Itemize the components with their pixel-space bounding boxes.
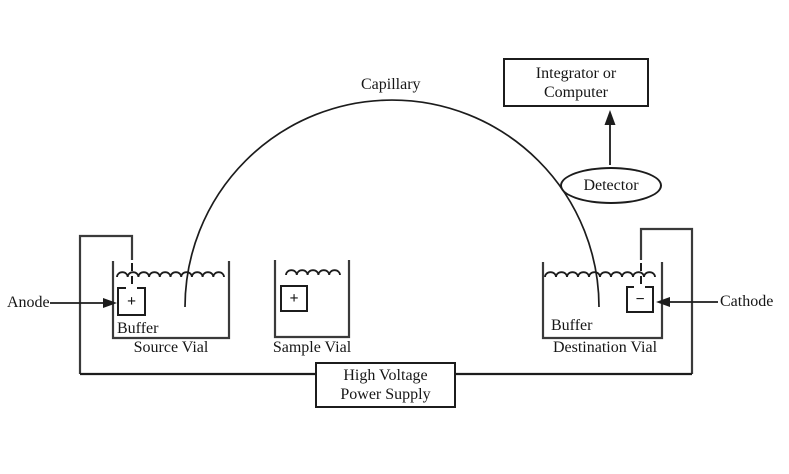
- source-vial-liquid-surface: [116, 271, 225, 278]
- sample-vial-outline: [273, 260, 351, 339]
- source-vial-label: Source Vial: [133, 339, 209, 356]
- destination-vial-label: Destination Vial: [552, 339, 658, 356]
- anode-arrowhead-icon: [103, 298, 117, 308]
- integrator-label-line2: Computer: [544, 83, 608, 101]
- detector-arrowhead-icon: [604, 110, 616, 125]
- capillary-tube-arc: [184, 99, 600, 308]
- anode-label: Anode: [7, 294, 50, 311]
- sample-electrode-box: [280, 285, 308, 312]
- source-vial-outline: [111, 261, 231, 340]
- sample-vial-label: Sample Vial: [272, 339, 352, 356]
- sample-plus-symbol: +: [289, 289, 299, 307]
- integrator-label-line1: Integrator or: [535, 64, 617, 82]
- sample-vial-liquid-surface: [285, 269, 341, 276]
- destination-buffer-label: Buffer: [551, 317, 593, 334]
- power-supply-label-line1: High Voltage: [343, 367, 428, 384]
- detector-label: Detector: [583, 176, 639, 194]
- source-buffer-label: Buffer: [117, 320, 159, 337]
- integrator-computer-box: Integrator or Computer: [503, 58, 649, 107]
- capillary-label: Capillary: [361, 76, 421, 93]
- anode-plus-symbol: +: [126, 292, 137, 310]
- anode-electrode-box: [117, 287, 146, 316]
- destination-vial-liquid-surface: [544, 271, 656, 278]
- cathode-arrowhead-icon: [656, 297, 670, 307]
- power-supply-label-line2: Power Supply: [340, 386, 431, 403]
- cathode-electrode-box: [626, 286, 654, 313]
- anode-wire: [78, 234, 134, 374]
- power-supply-box: High Voltage Power Supply: [315, 362, 456, 408]
- detector-ellipse: Detector: [560, 167, 662, 204]
- cathode-minus-symbol: −: [635, 290, 645, 308]
- cathode-label: Cathode: [720, 293, 774, 310]
